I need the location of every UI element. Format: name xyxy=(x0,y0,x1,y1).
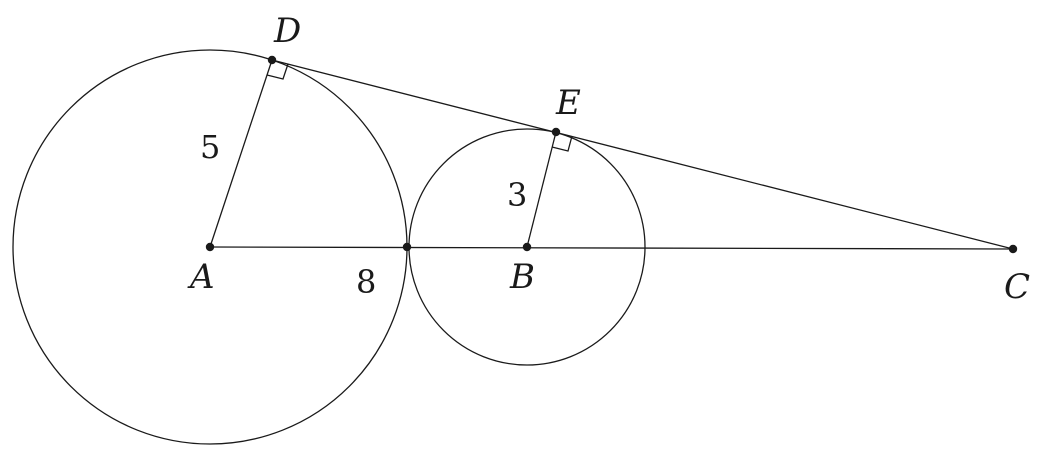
radius-be xyxy=(526,131,557,248)
length-label-at: 8 xyxy=(356,263,376,301)
point-c xyxy=(1008,244,1018,254)
tangent-line-dc xyxy=(271,59,1014,250)
length-label-be: 3 xyxy=(507,176,527,214)
right-angle-marker-d xyxy=(266,63,289,80)
label-c: C xyxy=(1004,267,1030,307)
label-a: A xyxy=(187,257,215,297)
point-a xyxy=(205,242,215,252)
tangency-point xyxy=(402,242,412,252)
line-ac xyxy=(209,246,1014,250)
point-e xyxy=(551,127,561,137)
label-d: D xyxy=(273,11,301,51)
point-d xyxy=(267,55,277,65)
point-b xyxy=(522,242,532,252)
length-label-ad: 5 xyxy=(200,128,220,166)
label-b: B xyxy=(509,257,535,297)
label-e: E xyxy=(555,83,581,123)
right-angle-marker-e xyxy=(551,135,573,152)
radius-ad xyxy=(209,59,273,248)
